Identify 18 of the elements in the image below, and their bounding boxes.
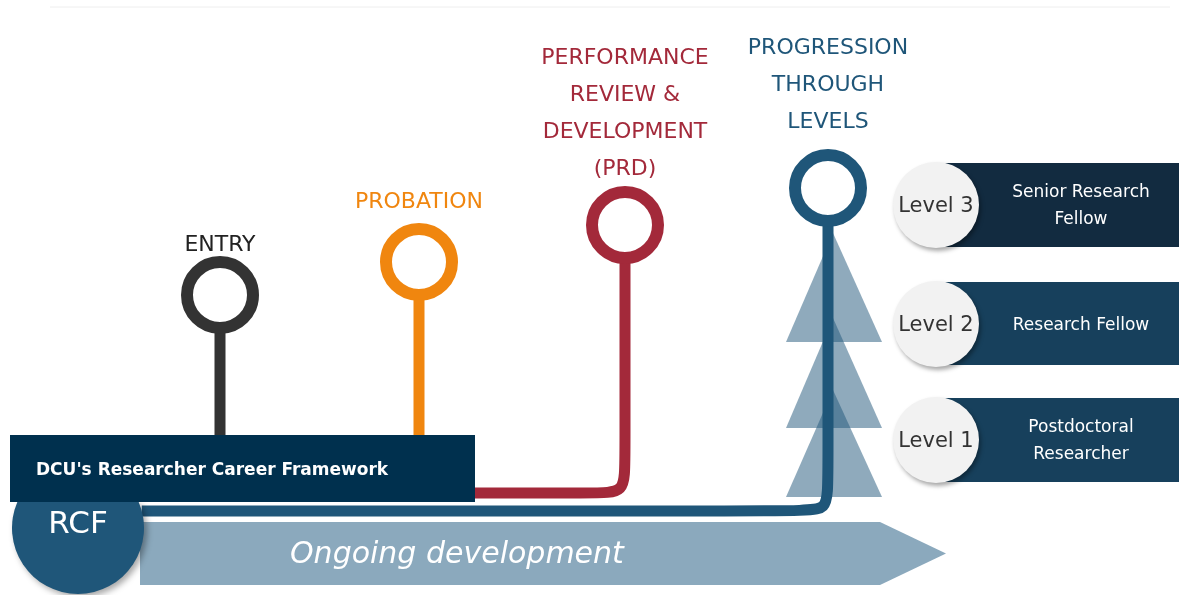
level-badge: Level 2 — [893, 280, 979, 367]
title-banner — [10, 435, 475, 502]
stage-label: ENTRY — [183, 230, 257, 258]
stage-label: PROBATION — [354, 187, 484, 215]
arrow-band — [140, 522, 946, 585]
level-title: Research Fellow — [1011, 312, 1151, 335]
band-label: Ongoing development — [290, 534, 624, 572]
level-card — [893, 398, 1179, 482]
level-title: Senior Research Fellow — [1011, 180, 1151, 230]
level-title: Postdoctoral Researcher — [1027, 415, 1135, 465]
stage-label: PERFORMANCE REVIEW & DEVELOPMENT (PRD) — [540, 43, 710, 182]
level-badge: Level 1 — [893, 397, 979, 483]
stage-label: PROGRESSION THROUGH LEVELS — [746, 33, 910, 135]
level-badge: Level 3 — [893, 162, 979, 248]
disc-label: RCF — [47, 504, 109, 540]
level-card — [893, 163, 1179, 247]
banner-text: DCU's Researcher Career Framework — [36, 458, 389, 479]
level-card — [893, 282, 1179, 365]
